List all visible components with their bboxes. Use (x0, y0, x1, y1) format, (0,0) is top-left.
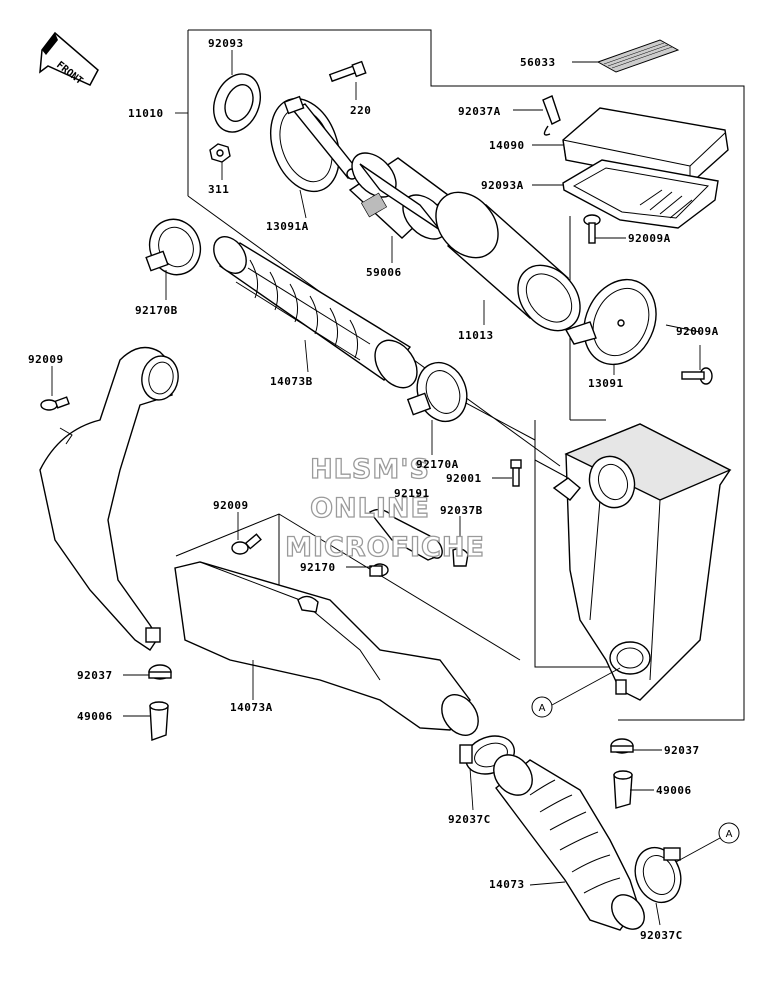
seal-ring-92093 (213, 73, 261, 133)
label-13091A: 13091A (266, 220, 309, 233)
label-13091: 13091 (588, 377, 624, 390)
label-14073: 14073 (489, 878, 525, 891)
label-14073A: 14073A (230, 701, 273, 714)
label-92037C-mid: 92037C (448, 813, 491, 826)
foam-sleeve-11013 (435, 191, 581, 332)
hose-92191 (368, 508, 443, 561)
clamp-92037-right (610, 738, 634, 754)
plate-13091 (564, 278, 657, 366)
label-59006: 59006 (366, 266, 402, 279)
gasket-92093A (562, 159, 719, 229)
bolt-92009-mid (231, 533, 262, 555)
clamp-92170A (406, 361, 468, 423)
nut-311 (209, 143, 231, 163)
label-56033: 56033 (520, 56, 556, 69)
clamp-92037C-bottom (634, 846, 682, 904)
label-11010: 11010 (128, 107, 164, 120)
watermark-line-2: ONLINE (310, 493, 430, 524)
cap-49006-left (149, 701, 169, 741)
duct-14073A (174, 561, 479, 736)
label-49006-left: 49006 (77, 710, 113, 723)
label-plate-56033 (596, 39, 680, 73)
label-92037-right: 92037 (664, 744, 700, 757)
label-92093: 92093 (208, 37, 244, 50)
label-49006-right: 49006 (656, 784, 692, 797)
label-92001: 92001 (446, 472, 482, 485)
label-11013: 11013 (458, 329, 494, 342)
cap-49006-right (613, 770, 633, 809)
label-92037-left: 92037 (77, 669, 113, 682)
leader-lines (51, 50, 721, 926)
clamp-92037-left (148, 664, 172, 680)
label-92093A: 92093A (481, 179, 524, 192)
part-labels: 92093 11010 220 311 13091A 56033 92037A … (28, 37, 719, 942)
callout-a-right: A (718, 822, 740, 844)
label-92037B: 92037B (440, 504, 483, 517)
air-box-housing (552, 423, 732, 701)
label-92191: 92191 (394, 487, 430, 500)
callout-a-left-text: A (539, 703, 546, 714)
label-92009A-top: 92009A (628, 232, 671, 245)
label-92170: 92170 (300, 561, 336, 574)
label-92170A: 92170A (416, 458, 459, 471)
clamp-92170 (369, 563, 389, 577)
label-92009A-side: 92009A (676, 325, 719, 338)
watermark-line-1: HLSM'S (310, 454, 430, 485)
label-92037C-bottom: 92037C (640, 929, 683, 942)
duct-14073B (213, 236, 418, 389)
label-14073B: 14073B (270, 375, 313, 388)
clamp-92170B (145, 218, 202, 276)
filter-element-59006 (348, 152, 450, 240)
clip-92037A (542, 95, 561, 136)
callout-a-left: A (531, 696, 553, 718)
intake-duct-left (39, 346, 179, 651)
bolt-92009A-top (583, 214, 601, 244)
bolt-92009-left (40, 396, 70, 411)
label-92009-left: 92009 (28, 353, 64, 366)
clip-92037B (452, 547, 469, 567)
label-311: 311 (208, 183, 229, 196)
label-92170B: 92170B (135, 304, 178, 317)
bolt-92001 (510, 459, 522, 487)
label-220: 220 (350, 104, 371, 117)
duct-14073 (493, 754, 645, 931)
mounting-plate-13091A (270, 95, 358, 193)
front-direction-arrow: FRONT (39, 31, 99, 87)
watermark: HLSM'S ONLINE MICROFICHE (284, 453, 485, 563)
label-92037A: 92037A (458, 105, 501, 118)
callout-a-right-text: A (726, 829, 733, 840)
label-92009-mid: 92009 (213, 499, 249, 512)
bolt-92009A-side (681, 367, 713, 385)
watermark-line-3: MICROFICHE (285, 532, 485, 563)
bolt-220 (328, 60, 367, 83)
label-14090: 14090 (489, 139, 525, 152)
